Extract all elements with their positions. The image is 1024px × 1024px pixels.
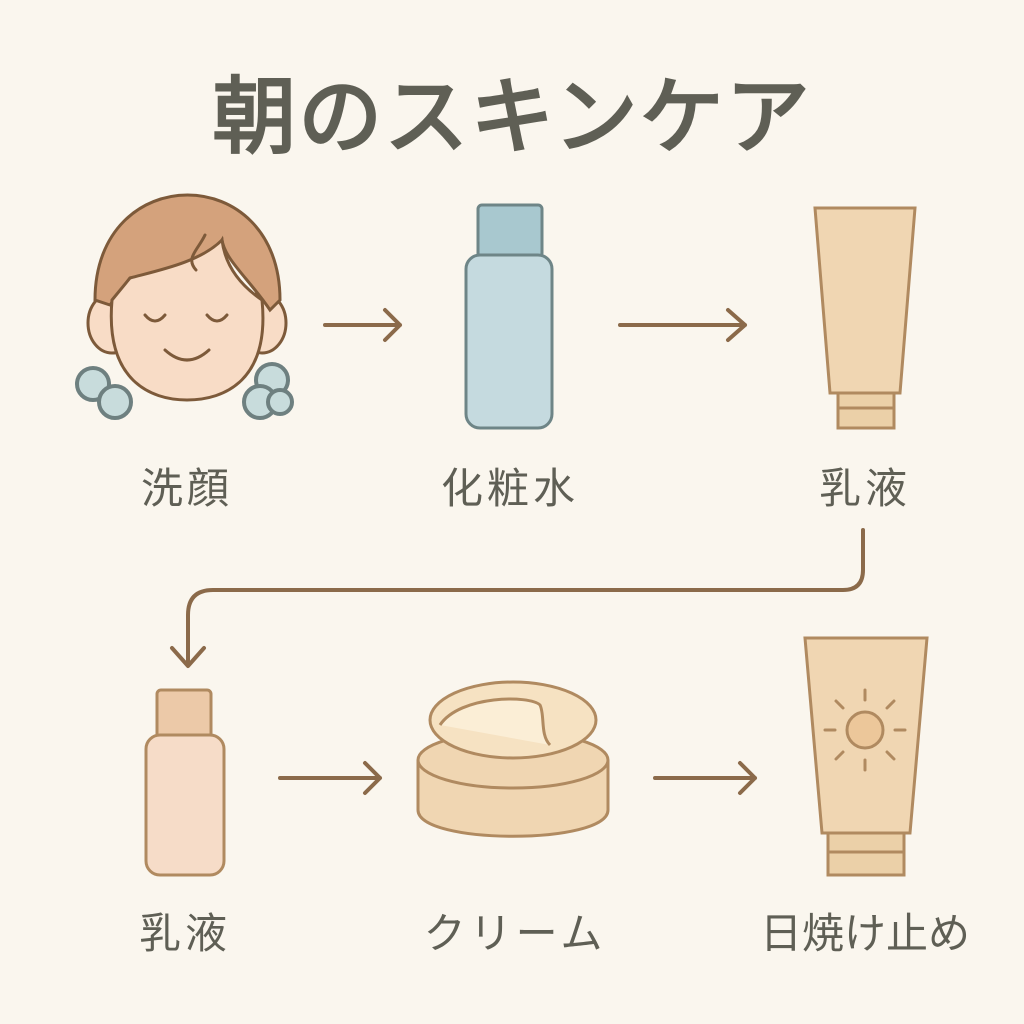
arrow-right-icon [323, 308, 402, 342]
page-title: 朝のスキンケア [212, 68, 812, 166]
step-label-face-wash: 洗顔 [140, 464, 233, 513]
step-label-sunscreen: 日焼け止め [759, 909, 970, 958]
sunscreen-tube-icon [803, 636, 929, 877]
step-label-lotion: 乳液 [818, 464, 911, 513]
toner-bottle-icon [464, 203, 554, 430]
face-wash-icon [75, 193, 294, 420]
arrow-right-icon [618, 308, 747, 342]
arrow-right-icon [653, 761, 757, 795]
step-label-toner: 化粧水 [440, 464, 579, 513]
step-label-emulsion: 乳液 [138, 909, 231, 958]
lotion-tube-icon [813, 206, 917, 430]
cream-jar-icon [416, 680, 610, 838]
arrow-return-icon [170, 528, 865, 668]
step-label-cream: クリーム [423, 909, 607, 958]
emulsion-bottle-icon [144, 688, 226, 877]
arrow-right-icon [278, 761, 382, 795]
